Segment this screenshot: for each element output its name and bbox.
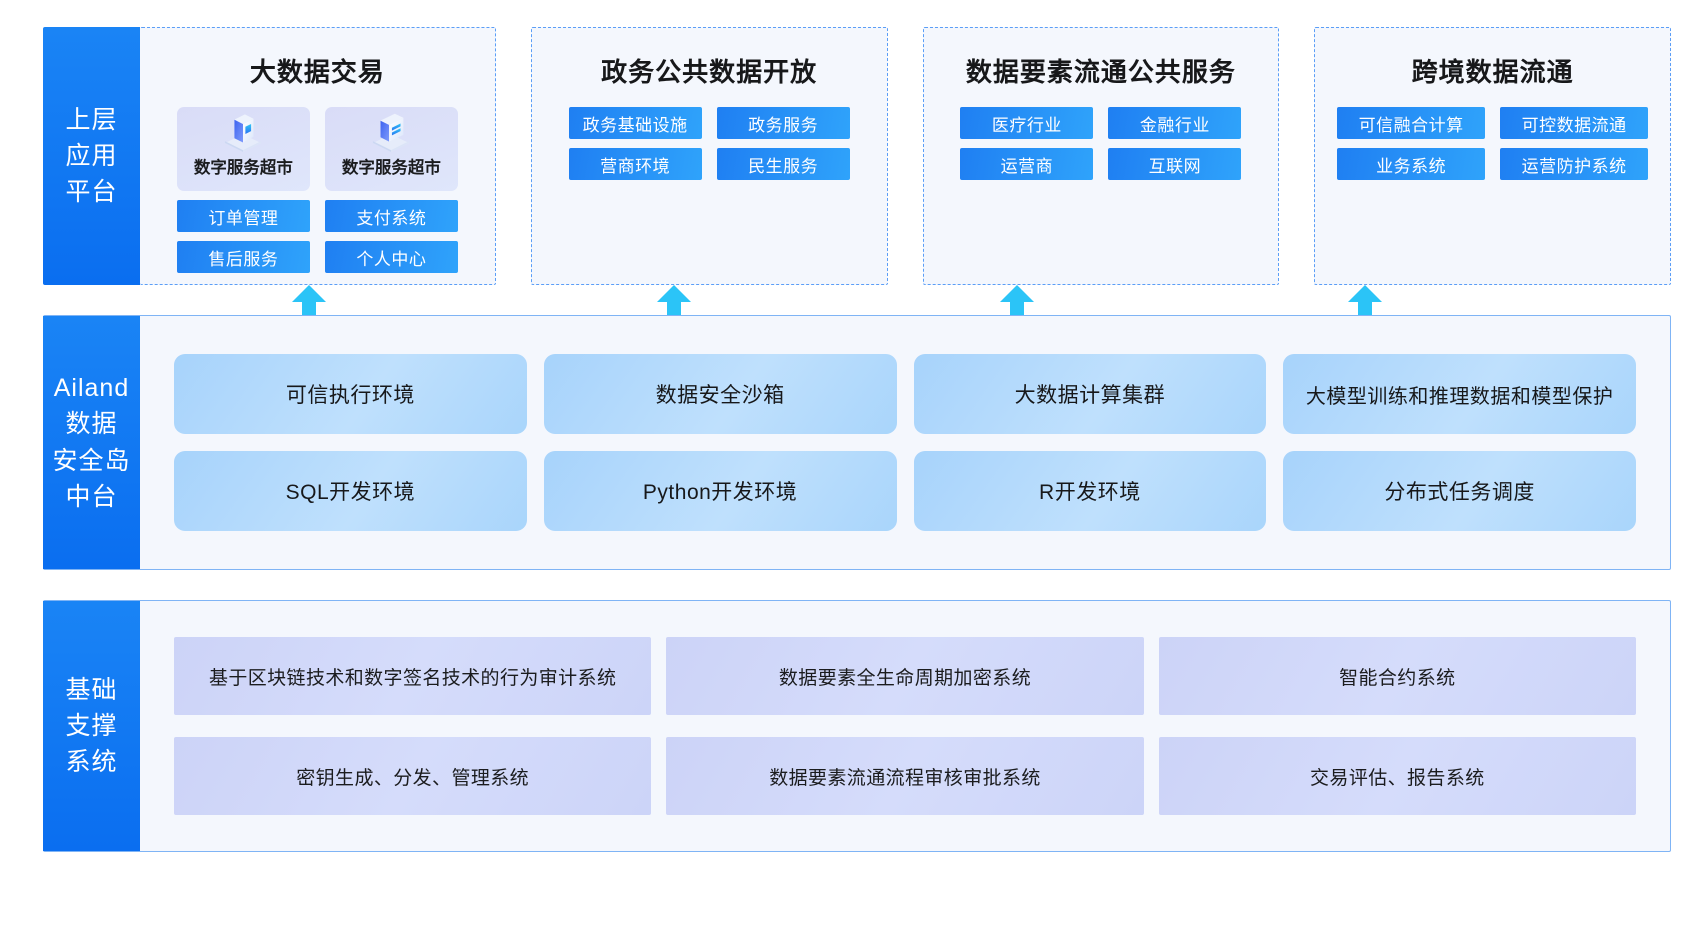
- base-cell-smart-contract-system[interactable]: 智能合约系统: [1158, 637, 1636, 715]
- app-button-controllable-data-flow[interactable]: 可控数据流通: [1500, 107, 1649, 139]
- button-row-2: 业务系统 运营防护系统: [1333, 148, 1652, 180]
- tier1-side-label-line-1: 上层: [65, 105, 118, 134]
- mid-cell-r-dev-environment[interactable]: R开发环境: [913, 451, 1267, 531]
- panel-title: 大数据交易: [249, 57, 385, 87]
- tier2-cell-grid: 可信执行环境 数据安全沙箱 大数据计算集群 大模型训练和推理数据和模型保护 SQ…: [140, 316, 1670, 569]
- tier3-side-label-line-2: 支撑: [65, 711, 118, 740]
- button-row-2: 营商环境 民生服务: [550, 148, 869, 180]
- app-button-trusted-fusion-computing[interactable]: 可信融合计算: [1337, 107, 1486, 139]
- tier1-panel-group: 大数据交易: [140, 27, 1671, 285]
- mid-cell-large-model-training-protection[interactable]: 大模型训练和推理数据和模型保护: [1283, 354, 1636, 434]
- tier3-row-1: 基于区块链技术和数字签名技术的行为审计系统 数据要素全生命周期加密系统 智能合约…: [174, 637, 1636, 715]
- mid-cell-sql-dev-environment[interactable]: SQL开发环境: [174, 451, 527, 531]
- app-button-operation-protection-system[interactable]: 运营防护系统: [1500, 148, 1649, 180]
- base-cell-lifecycle-encryption-system[interactable]: 数据要素全生命周期加密系统: [666, 637, 1144, 715]
- tier2-side-label: Ailand 数据 安全岛 中台: [43, 316, 140, 569]
- tier-upper-application-platform: 上层 应用 平台 大数据交易: [43, 27, 1671, 285]
- app-panel-big-data-trading[interactable]: 大数据交易: [140, 27, 496, 285]
- app-button-livelihood-service[interactable]: 民生服务: [716, 148, 850, 180]
- tier3-cell-grid: 基于区块链技术和数字签名技术的行为审计系统 数据要素全生命周期加密系统 智能合约…: [140, 601, 1670, 851]
- tier-base-support-system: 基础 支撑 系统 基于区块链技术和数字签名技术的行为审计系统 数据要素全生命周期…: [43, 600, 1671, 852]
- panel-title: 跨境数据流通: [1411, 57, 1574, 87]
- app-button-finance-industry[interactable]: 金融行业: [1108, 107, 1242, 139]
- panel-title: 政务公共数据开放: [601, 57, 818, 87]
- store-monitor-icon: [225, 114, 262, 153]
- button-row-1: 可信融合计算 可控数据流通: [1333, 107, 1652, 139]
- app-button-business-environment[interactable]: 营商环境: [568, 148, 702, 180]
- base-cell-transaction-evaluation-report-system[interactable]: 交易评估、报告系统: [1158, 737, 1636, 815]
- button-row-1: 政务基础设施 政务服务: [550, 107, 869, 139]
- app-button-after-sales-service[interactable]: 售后服务: [176, 241, 310, 273]
- app-panel-data-element-circulation-service[interactable]: 数据要素流通公共服务 医疗行业 金融行业 运营商 互联网: [922, 27, 1280, 285]
- app-button-business-system[interactable]: 业务系统: [1337, 148, 1486, 180]
- panel-title: 数据要素流通公共服务: [965, 57, 1236, 87]
- base-cell-blockchain-audit-system[interactable]: 基于区块链技术和数字签名技术的行为审计系统: [174, 637, 652, 715]
- button-row-1: 医疗行业 金融行业: [942, 107, 1261, 139]
- mid-cell-trusted-execution-environment[interactable]: 可信执行环境: [174, 354, 527, 434]
- tier2-row-1: 可信执行环境 数据安全沙箱 大数据计算集群 大模型训练和推理数据和模型保护: [174, 354, 1636, 434]
- app-button-internet[interactable]: 互联网: [1108, 148, 1242, 180]
- store-shelf-icon: [373, 113, 410, 153]
- button-row-1: 订单管理 支付系统: [158, 200, 477, 232]
- icon-tile-row: 数字服务超市: [158, 107, 477, 191]
- app-panel-government-open-data[interactable]: 政务公共数据开放 政务基础设施 政务服务 营商环境 民生服务: [530, 27, 888, 285]
- tier2-side-label-line-2: 数据: [65, 410, 118, 439]
- tier1-side-label-line-2: 应用: [65, 141, 118, 170]
- tier2-side-label-line-1: Ailand: [53, 374, 130, 402]
- tier1-side-label: 上层 应用 平台: [43, 27, 140, 285]
- tier3-side-label: 基础 支撑 系统: [43, 601, 140, 851]
- tier3-row-2: 密钥生成、分发、管理系统 数据要素流通流程审核审批系统 交易评估、报告系统: [174, 737, 1636, 815]
- mid-cell-big-data-computing-cluster[interactable]: 大数据计算集群: [913, 354, 1267, 434]
- app-button-telecom-operator[interactable]: 运营商: [960, 148, 1094, 180]
- icon-tile-digital-service-market-2[interactable]: 数字服务超市: [324, 107, 458, 191]
- button-row-2: 售后服务 个人中心: [158, 241, 477, 273]
- icon-tile-caption: 数字服务超市: [341, 159, 441, 177]
- tier3-side-label-line-3: 系统: [65, 748, 118, 777]
- app-button-payment-system[interactable]: 支付系统: [324, 200, 458, 232]
- app-button-gov-infrastructure[interactable]: 政务基础设施: [568, 107, 702, 139]
- tier2-side-label-line-3: 安全岛: [52, 446, 131, 475]
- app-panel-cross-border-data-flow[interactable]: 跨境数据流通 可信融合计算 可控数据流通 业务系统 运营防护系统: [1314, 27, 1671, 285]
- base-cell-circulation-approval-system[interactable]: 数据要素流通流程审核审批系统: [666, 737, 1144, 815]
- base-cell-key-management-system[interactable]: 密钥生成、分发、管理系统: [174, 737, 652, 815]
- button-row-2: 运营商 互联网: [942, 148, 1261, 180]
- tier2-side-label-line-4: 中台: [65, 482, 118, 511]
- tier2-row-2: SQL开发环境 Python开发环境 R开发环境 分布式任务调度: [174, 451, 1636, 531]
- app-button-medical-industry[interactable]: 医疗行业: [960, 107, 1094, 139]
- mid-cell-distributed-task-scheduling[interactable]: 分布式任务调度: [1283, 451, 1636, 531]
- icon-tile-caption: 数字服务超市: [193, 159, 293, 177]
- icon-tile-digital-service-market-1[interactable]: 数字服务超市: [176, 107, 310, 191]
- tier-ailand-data-security-island: Ailand 数据 安全岛 中台 可信执行环境 数据安全沙箱 大数据计算集群 大…: [43, 315, 1671, 570]
- app-button-gov-service[interactable]: 政务服务: [716, 107, 850, 139]
- mid-cell-data-security-sandbox[interactable]: 数据安全沙箱: [543, 354, 897, 434]
- app-button-personal-center[interactable]: 个人中心: [324, 241, 458, 273]
- tier1-side-label-line-3: 平台: [65, 178, 118, 207]
- mid-cell-python-dev-environment[interactable]: Python开发环境: [543, 451, 897, 531]
- tier3-side-label-line-1: 基础: [65, 675, 118, 704]
- app-button-order-management[interactable]: 订单管理: [176, 200, 310, 232]
